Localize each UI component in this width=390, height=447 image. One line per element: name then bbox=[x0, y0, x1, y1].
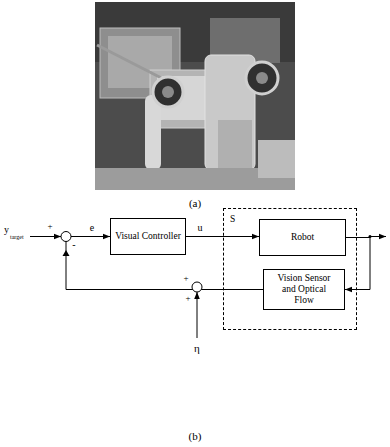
process-box: Robot bbox=[259, 219, 346, 256]
branch-dot bbox=[369, 235, 372, 238]
robot-base bbox=[218, 120, 252, 175]
robot-arm bbox=[145, 95, 161, 170]
camera-right bbox=[246, 62, 278, 94]
noise-input-line bbox=[197, 292, 198, 338]
subfigure-label: (b) bbox=[189, 431, 202, 442]
signal-name: η bbox=[194, 343, 200, 354]
camera-left bbox=[153, 77, 183, 107]
junction-arrowhead bbox=[63, 250, 70, 256]
monitor-left bbox=[100, 28, 180, 98]
process-box: Visual Controller bbox=[110, 218, 186, 255]
reference-input-line bbox=[30, 236, 61, 237]
node-label: Robot bbox=[291, 232, 314, 243]
node-label: Vision Sensor and Optical Flow bbox=[276, 273, 332, 306]
sign-mark: + bbox=[47, 222, 52, 231]
node-label: Visual Controller bbox=[115, 231, 181, 242]
camera-lens bbox=[162, 86, 174, 98]
sign-mark: + bbox=[183, 274, 188, 283]
process-box: Vision Sensor and Optical Flow bbox=[263, 269, 345, 310]
signal-name: u bbox=[197, 223, 204, 233]
output-line bbox=[370, 236, 386, 237]
sign-mark: + bbox=[185, 294, 190, 303]
signal-subscript: target bbox=[10, 234, 24, 240]
subfigure-label: (a) bbox=[189, 198, 201, 209]
camera-lens bbox=[256, 72, 268, 84]
sign-mark: - bbox=[72, 240, 75, 250]
signal-connector bbox=[345, 238, 370, 290]
signal-name: y bbox=[4, 225, 9, 235]
desk-box bbox=[258, 140, 295, 178]
summing-junction bbox=[192, 282, 202, 292]
photo-background bbox=[95, 2, 295, 190]
system-boundary: S RobotVision Sensor and Optical Flow bbox=[223, 208, 357, 330]
signal-name: e bbox=[89, 223, 95, 233]
summing-junction bbox=[61, 232, 71, 242]
node-label: S bbox=[230, 214, 235, 225]
